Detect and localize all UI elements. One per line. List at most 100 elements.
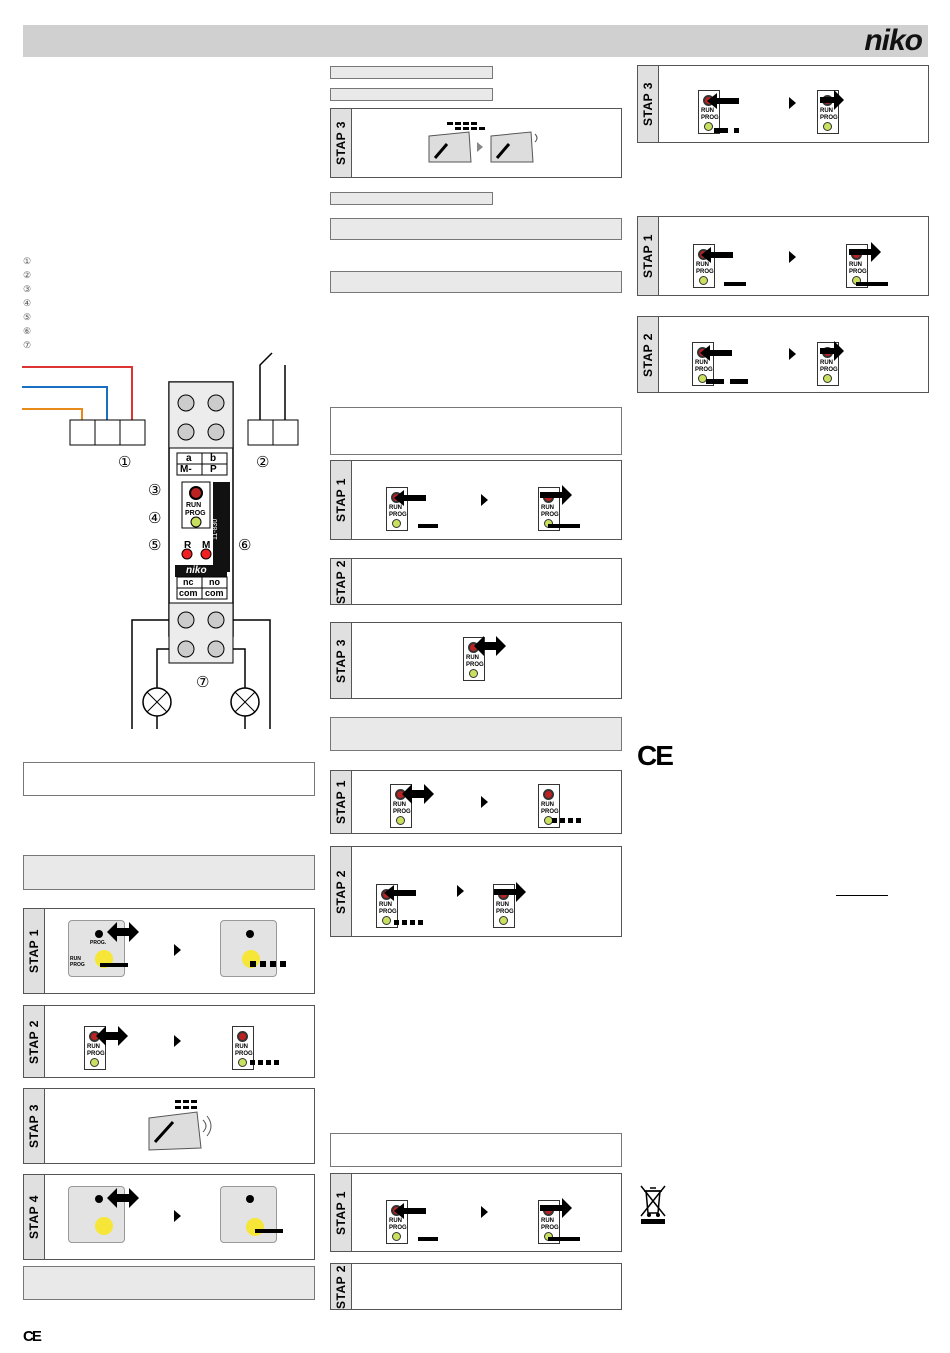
- module-brand: niko: [186, 565, 207, 576]
- left-arrow-icon: [394, 490, 426, 506]
- step-panel: STAP 1: [330, 770, 622, 834]
- nc-label: nc: [183, 577, 194, 587]
- legend-item: ③: [23, 284, 32, 294]
- weee-bin-icon: [640, 1185, 666, 1224]
- wire-load-left: [131, 619, 169, 729]
- long-press-bar: [255, 1229, 283, 1233]
- step-label: STAP 2: [334, 869, 348, 914]
- diagram-label-4: ④: [148, 510, 162, 527]
- section-heading-box: [330, 271, 622, 293]
- left-arrow-icon: [701, 247, 733, 263]
- com-label-1: com: [179, 588, 198, 598]
- info-box: [330, 1133, 622, 1167]
- short-press-bar: [724, 282, 746, 286]
- niko-logo: niko: [864, 24, 923, 57]
- step-panel: STAP 3: [637, 65, 929, 143]
- switch-contact: [259, 352, 273, 420]
- section-heading-box: [23, 1266, 315, 1300]
- step-label: STAP 3: [334, 638, 348, 683]
- diagram-label-2: ②: [256, 454, 270, 471]
- step-label: STAP 1: [334, 1190, 348, 1235]
- long-press-bar: [100, 963, 128, 967]
- next-arrow-icon: [481, 796, 488, 808]
- step-label: STAP 1: [334, 780, 348, 824]
- left-arrow-icon: [384, 885, 416, 901]
- diagram-label-3: ③: [148, 482, 162, 499]
- next-arrow-icon: [789, 97, 796, 109]
- left-arrow-icon: [707, 93, 739, 109]
- step-label: STAP 1: [334, 478, 348, 522]
- prog-button-icon: [95, 1195, 103, 1203]
- signature-line: [836, 895, 888, 896]
- step-label: STAP 3: [334, 121, 348, 165]
- right-arrow-icon: [540, 485, 572, 505]
- led-r-label: R: [184, 540, 192, 551]
- right-arrow-icon: [849, 242, 881, 262]
- model-number: 11-830: [212, 518, 219, 540]
- next-arrow-icon: [481, 494, 488, 506]
- ce-mark: CE: [637, 740, 674, 771]
- remote-control-icon: [148, 1100, 212, 1151]
- led-m-label: M: [202, 540, 211, 551]
- double-arrow-icon: [107, 1188, 139, 1208]
- com-label-2: com: [205, 588, 224, 598]
- short-press-bar: [418, 1237, 438, 1241]
- no-label: no: [209, 577, 220, 587]
- step-panel: STAP 2: [330, 846, 622, 937]
- step-label: STAP 1: [641, 234, 655, 278]
- blink-dashes-icon: [250, 1060, 279, 1065]
- right-arrow-icon: [820, 90, 844, 110]
- step-label: STAP 2: [27, 1019, 41, 1064]
- diagram-label-6: ⑥: [238, 537, 252, 554]
- step-panel: STAP 2: [330, 558, 622, 605]
- prog-button-icon: [246, 1195, 254, 1203]
- wire-load-right: [233, 619, 271, 729]
- heading-bar: [330, 88, 493, 101]
- double-arrow-icon: [96, 1026, 128, 1046]
- long-press-bar: [548, 524, 580, 528]
- legend-item: ①: [23, 256, 32, 266]
- left-arrow-icon: [700, 345, 732, 361]
- long-press-bar: [548, 1237, 580, 1241]
- terminal-p-label: P: [210, 464, 217, 475]
- section-heading-box: [23, 855, 315, 890]
- legend-item: ⑥: [23, 326, 32, 336]
- double-arrow-icon: [402, 784, 434, 804]
- step-label: STAP 2: [334, 559, 348, 604]
- info-box: [330, 407, 622, 455]
- wiring-diagram: [22, 352, 299, 729]
- step-label: STAP 2: [641, 332, 655, 377]
- legend-item: ②: [23, 270, 32, 280]
- left-arrow-icon: [394, 1203, 426, 1219]
- yellow-led-icon: [246, 1218, 264, 1236]
- step-panel: STAP 2: [23, 1005, 315, 1078]
- step-label: STAP 3: [641, 82, 655, 126]
- wire-orange: [22, 408, 83, 420]
- header-bar: niko: [23, 25, 928, 57]
- section-heading-box: [330, 218, 622, 240]
- prog-button-icon: [95, 930, 103, 938]
- short-press-bar: [418, 524, 438, 528]
- diagram-label-5: ⑤: [148, 537, 162, 554]
- legend-item: ④: [23, 298, 32, 308]
- step-label: STAP 3: [27, 1104, 41, 1148]
- prog-dot-label: PROG.: [90, 940, 107, 946]
- section-heading-box: [330, 717, 622, 751]
- next-arrow-icon: [174, 944, 181, 956]
- blink-dashes-icon: [394, 920, 423, 925]
- remote-transfer-icon: [428, 122, 538, 163]
- double-arrow-icon: [474, 636, 506, 656]
- step-label: STAP 2: [334, 1264, 348, 1309]
- terminal-b-label: b: [210, 453, 217, 464]
- prog-label: PROG: [185, 510, 206, 517]
- heading-bar: [330, 192, 493, 205]
- legend-list: ① ② ③ ④ ⑤ ⑥ ⑦: [23, 254, 31, 352]
- legend-item: ⑦: [23, 340, 32, 350]
- step-label: STAP 1: [27, 929, 41, 973]
- short-dashes-icon: [706, 379, 748, 384]
- terminal-a-label: a: [186, 453, 192, 464]
